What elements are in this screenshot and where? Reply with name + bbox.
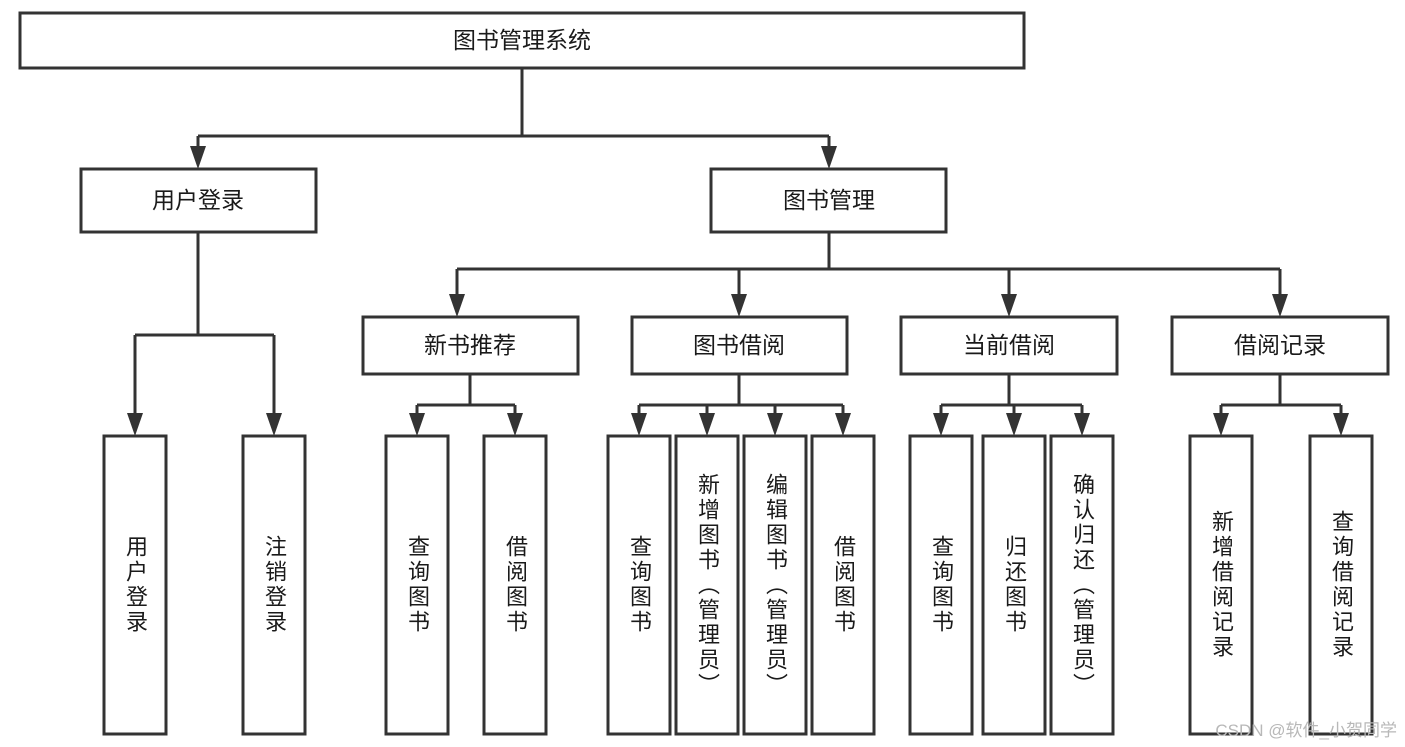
arrow-nbr-to-query-book [409,413,425,436]
node-book-borrow-label: 图书借阅 [693,332,785,358]
node-book-manage-label: 图书管理 [783,187,875,213]
leaf-return-book-box[interactable] [981,434,1047,736]
arrow-ul-to-leaf-user-login [127,413,143,436]
node-book-manage-box[interactable] [709,167,948,234]
arrow-bb-to-edit-book [767,413,783,436]
leaf-query-book-2-box[interactable] [606,434,672,736]
node-group: 图书管理系统 用户登录 图书管理 新书推荐 图书借阅 当前借阅 借阅记录 [18,11,1390,376]
leaf-borrow-book-1-box[interactable] [482,434,548,736]
node-current-borrow-label: 当前借阅 [963,332,1055,358]
arrow-bm-to-borrow-record [1272,294,1288,317]
arrow-nbr-to-borrow-book [507,413,523,436]
leaf-query-book-1-box[interactable] [384,434,450,736]
node-new-book-rec-box[interactable] [361,315,580,376]
leaf-group [102,434,1374,736]
connector-group [127,68,1349,436]
node-root-label: 图书管理系统 [453,27,591,53]
arrow-cb-to-confirm-return [1074,413,1090,436]
node-user-login-box[interactable] [79,167,318,234]
arrow-bb-to-query-book [631,413,647,436]
node-user-login-label: 用户登录 [152,187,244,213]
node-root-box[interactable] [18,11,1026,70]
node-new-book-rec-label: 新书推荐 [424,332,516,358]
leaf-confirm-return-box[interactable] [1049,434,1115,736]
leaf-edit-book-box[interactable] [742,434,808,736]
node-borrow-record-box[interactable] [1170,315,1390,376]
leaf-query-book-3-box[interactable] [908,434,974,736]
arrow-ul-to-leaf-logout [266,413,282,436]
arrow-root-to-book-manage [821,146,837,169]
arrow-bb-to-borrow-book [835,413,851,436]
arrow-bm-to-book-borrow [731,294,747,317]
node-borrow-record-label: 借阅记录 [1234,332,1326,358]
arrow-bm-to-new-book-rec [449,294,465,317]
leaf-query-record-box[interactable] [1308,434,1374,736]
arrow-root-to-user-login [190,146,206,169]
csdn-watermark: CSDN @软件_小贺同学 [1215,721,1397,740]
leaf-add-book-box[interactable] [674,434,740,736]
leaf-add-record-box[interactable] [1188,434,1254,736]
arrow-cb-to-query-book [933,413,949,436]
arrow-br-to-add-record [1213,413,1229,436]
arrow-bm-to-current-borrow [1001,294,1017,317]
node-book-borrow-box[interactable] [630,315,849,376]
arrow-br-to-query-record [1333,413,1349,436]
leaf-logout-box[interactable] [241,434,307,736]
arrow-bb-to-add-book [699,413,715,436]
leaf-borrow-book-2-box[interactable] [810,434,876,736]
leaf-user-login-box[interactable] [102,434,168,736]
node-current-borrow-box[interactable] [899,315,1119,376]
arrow-cb-to-return-book [1006,413,1022,436]
